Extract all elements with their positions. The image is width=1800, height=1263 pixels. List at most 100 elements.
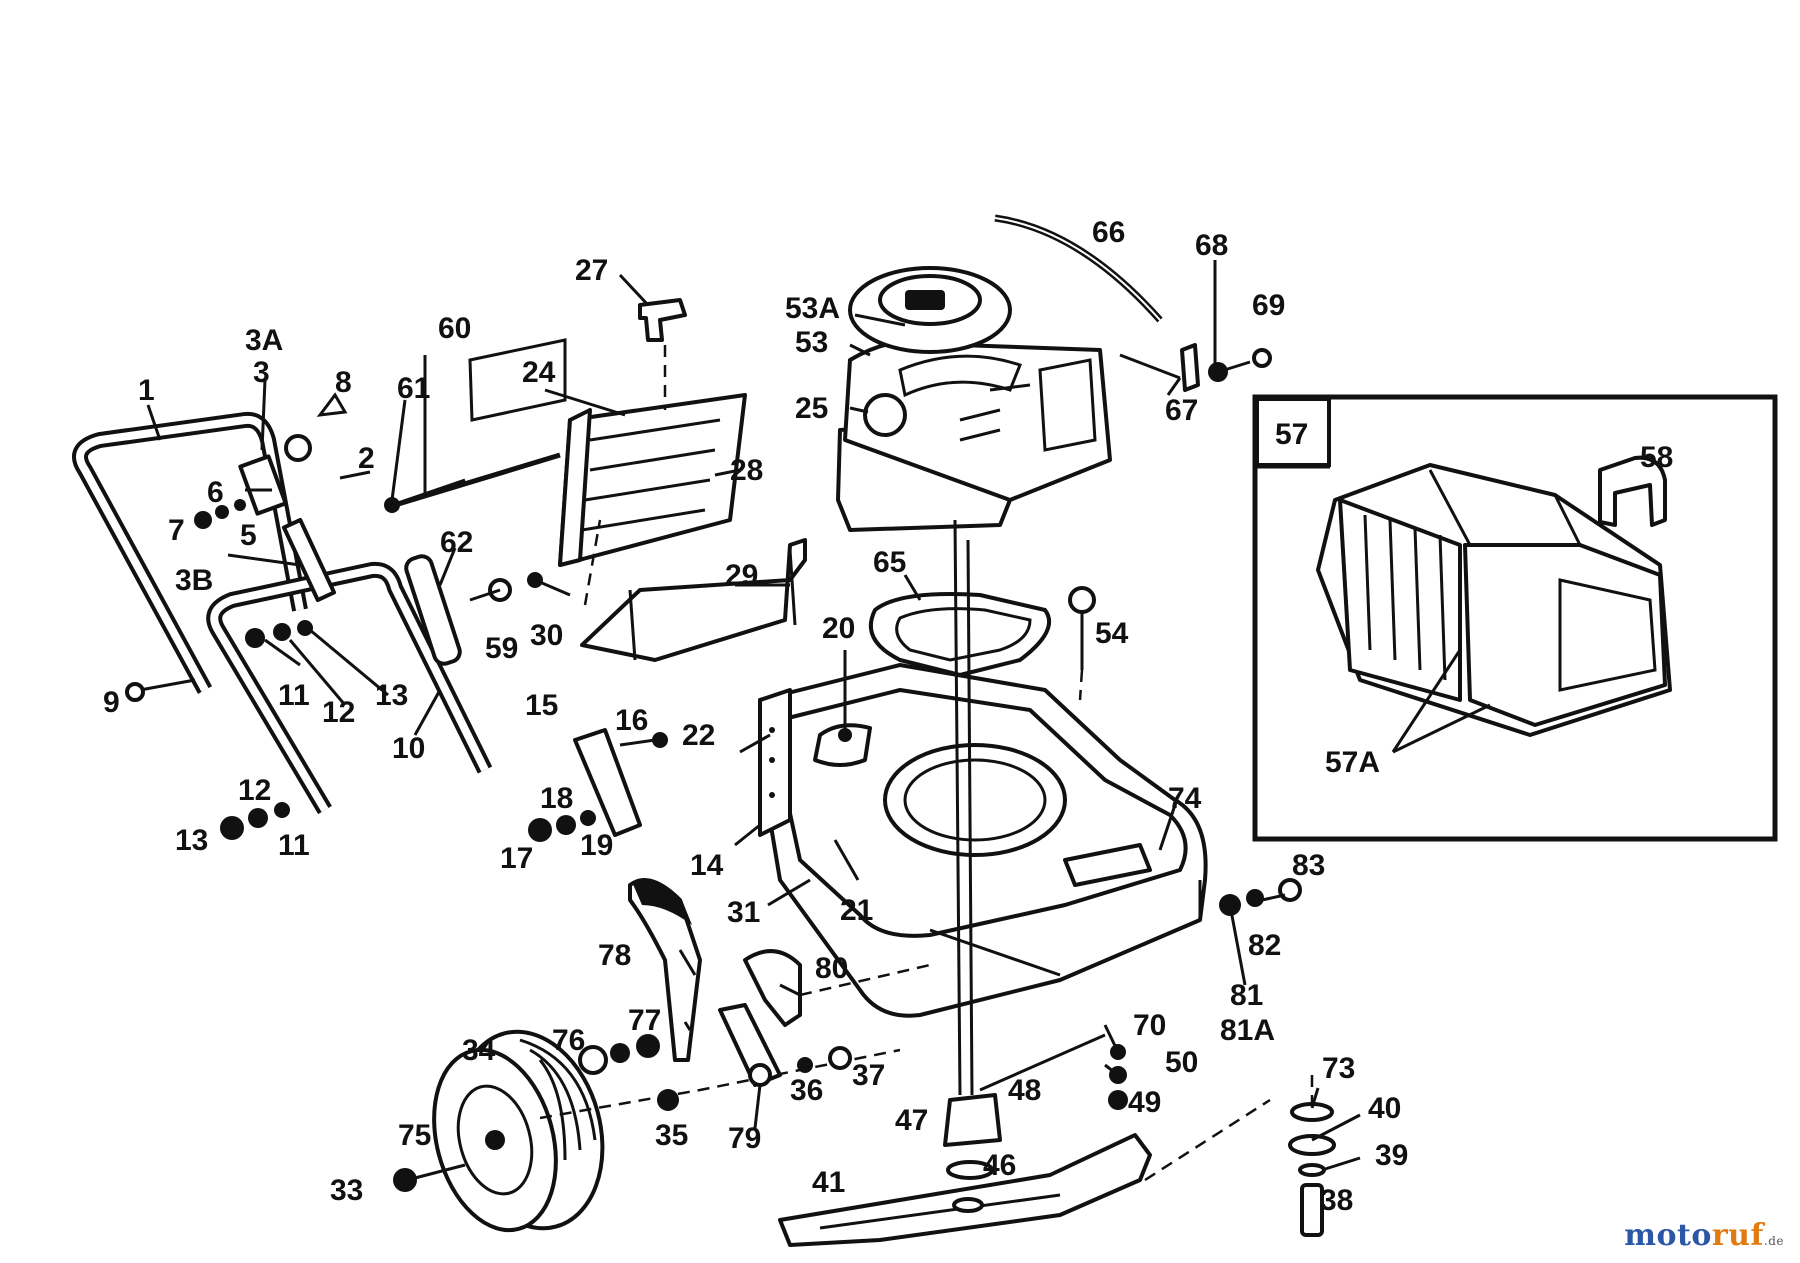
callout-62: 62 [440,526,473,559]
callout-19: 19 [580,829,613,862]
callout-35: 35 [655,1119,688,1152]
callout-5: 5 [240,519,257,552]
callout-57: 57 [1275,418,1308,451]
leader-lines [146,313,1491,1172]
callout-59: 59 [485,632,518,665]
callout-11-lower: 11 [278,829,310,862]
blade-adapter-parts-46-50 [943,1033,1128,1180]
lever-part-62 [404,554,512,666]
callout-6: 6 [207,476,224,509]
lever-part-78 [628,878,702,1062]
callout-53a: 53A [785,292,840,325]
callout-47: 47 [895,1104,928,1137]
callout-68: 68 [1195,229,1228,262]
callout-39: 39 [1375,1139,1408,1172]
callout-61: 61 [397,372,430,405]
callout-14: 14 [690,849,724,882]
handle-fasteners [125,470,466,840]
callout-66: 66 [1092,216,1125,249]
callout-57a: 57A [1325,746,1380,779]
callout-8: 8 [335,366,352,399]
axle-fasteners [393,1034,901,1192]
handle-part-58 [1598,455,1667,527]
decal-part-24 [468,338,567,422]
watermark-part2: ruf [1711,1218,1764,1253]
upper-handle-bar [72,411,308,694]
callout-58: 58 [1640,441,1673,474]
drive-shaft-lines [953,519,974,1096]
callout-75: 75 [398,1119,431,1152]
callout-65: 65 [873,546,906,579]
callout-60: 60 [438,312,471,345]
callout-49: 49 [1128,1086,1161,1119]
site-watermark: motoruf.de [1624,1218,1784,1253]
bracket-part-29 [580,538,807,662]
callout-67: 67 [1165,394,1198,427]
callout-46: 46 [983,1149,1016,1182]
bolt-part-54 [1068,586,1096,701]
gasket-part-65 [869,592,1051,677]
callout-2: 2 [358,442,375,475]
control-panel-part-28 [558,393,747,567]
callout-7: 7 [168,514,185,547]
callout-50: 50 [1165,1046,1198,1079]
callout-40: 40 [1368,1092,1401,1125]
callout-1: 1 [138,374,155,407]
bracket-part-15 [573,728,668,837]
rear-fasteners-81-83 [1219,878,1302,986]
callout-13-lower: 13 [175,824,208,857]
spring-part-80 [743,949,931,1027]
callout-79: 79 [728,1122,761,1155]
side-panel-part-14 [758,688,792,837]
callout-22: 22 [682,719,715,752]
callout-48: 48 [1008,1074,1041,1107]
screw-part-30 [527,519,602,606]
callout-27: 27 [575,254,608,287]
callout-77: 77 [628,1004,661,1037]
callout-28: 28 [730,454,763,487]
throttle-part-27 [618,273,687,410]
callout-12-lower: 12 [238,774,271,807]
watermark-suffix: .de [1763,1234,1784,1248]
callout-29: 29 [725,559,758,592]
callout-69: 69 [1252,289,1285,322]
grass-bag-inset-box [1252,394,1778,842]
blade-part-41 [778,1098,1271,1247]
callout-15: 15 [525,689,558,722]
callout-11-upper: 11 [278,679,310,712]
callout-30: 30 [530,619,563,652]
callout-33: 33 [330,1174,363,1207]
callout-78: 78 [598,939,631,972]
lower-handle-bar [206,561,493,815]
callout-18: 18 [540,782,573,815]
callout-21: 21 [840,894,873,927]
callout-10: 10 [392,732,425,765]
engine-part-53 [836,266,1112,532]
callout-73: 73 [1322,1052,1355,1085]
callout-16: 16 [615,704,648,737]
callout-13-upper: 13 [375,679,408,712]
mower-deck-part-74 [758,663,1208,1018]
callout-34: 34 [462,1034,496,1067]
callout-81: 81 [1230,979,1263,1012]
callout-36: 36 [790,1074,823,1107]
callout-70: 70 [1133,1009,1166,1042]
callout-20: 20 [822,612,855,645]
callout-81a: 81A [1220,1014,1275,1047]
callout-3a: 3A [245,324,283,357]
callout-54: 54 [1095,617,1129,650]
cable-part-60 [394,452,561,508]
callout-83: 83 [1292,849,1325,882]
callout-17: 17 [500,842,533,875]
clip-parts-67-69 [1119,260,1272,392]
callout-37: 37 [852,1059,885,1092]
grass-bag-part-57a [1316,463,1672,737]
callout-12-upper: 12 [322,696,355,729]
callout-3b: 3B [175,564,213,597]
callout-31: 31 [727,896,760,929]
callout-41: 41 [812,1166,845,1199]
callout-25: 25 [795,392,828,425]
cable-part-66 [994,214,1163,323]
